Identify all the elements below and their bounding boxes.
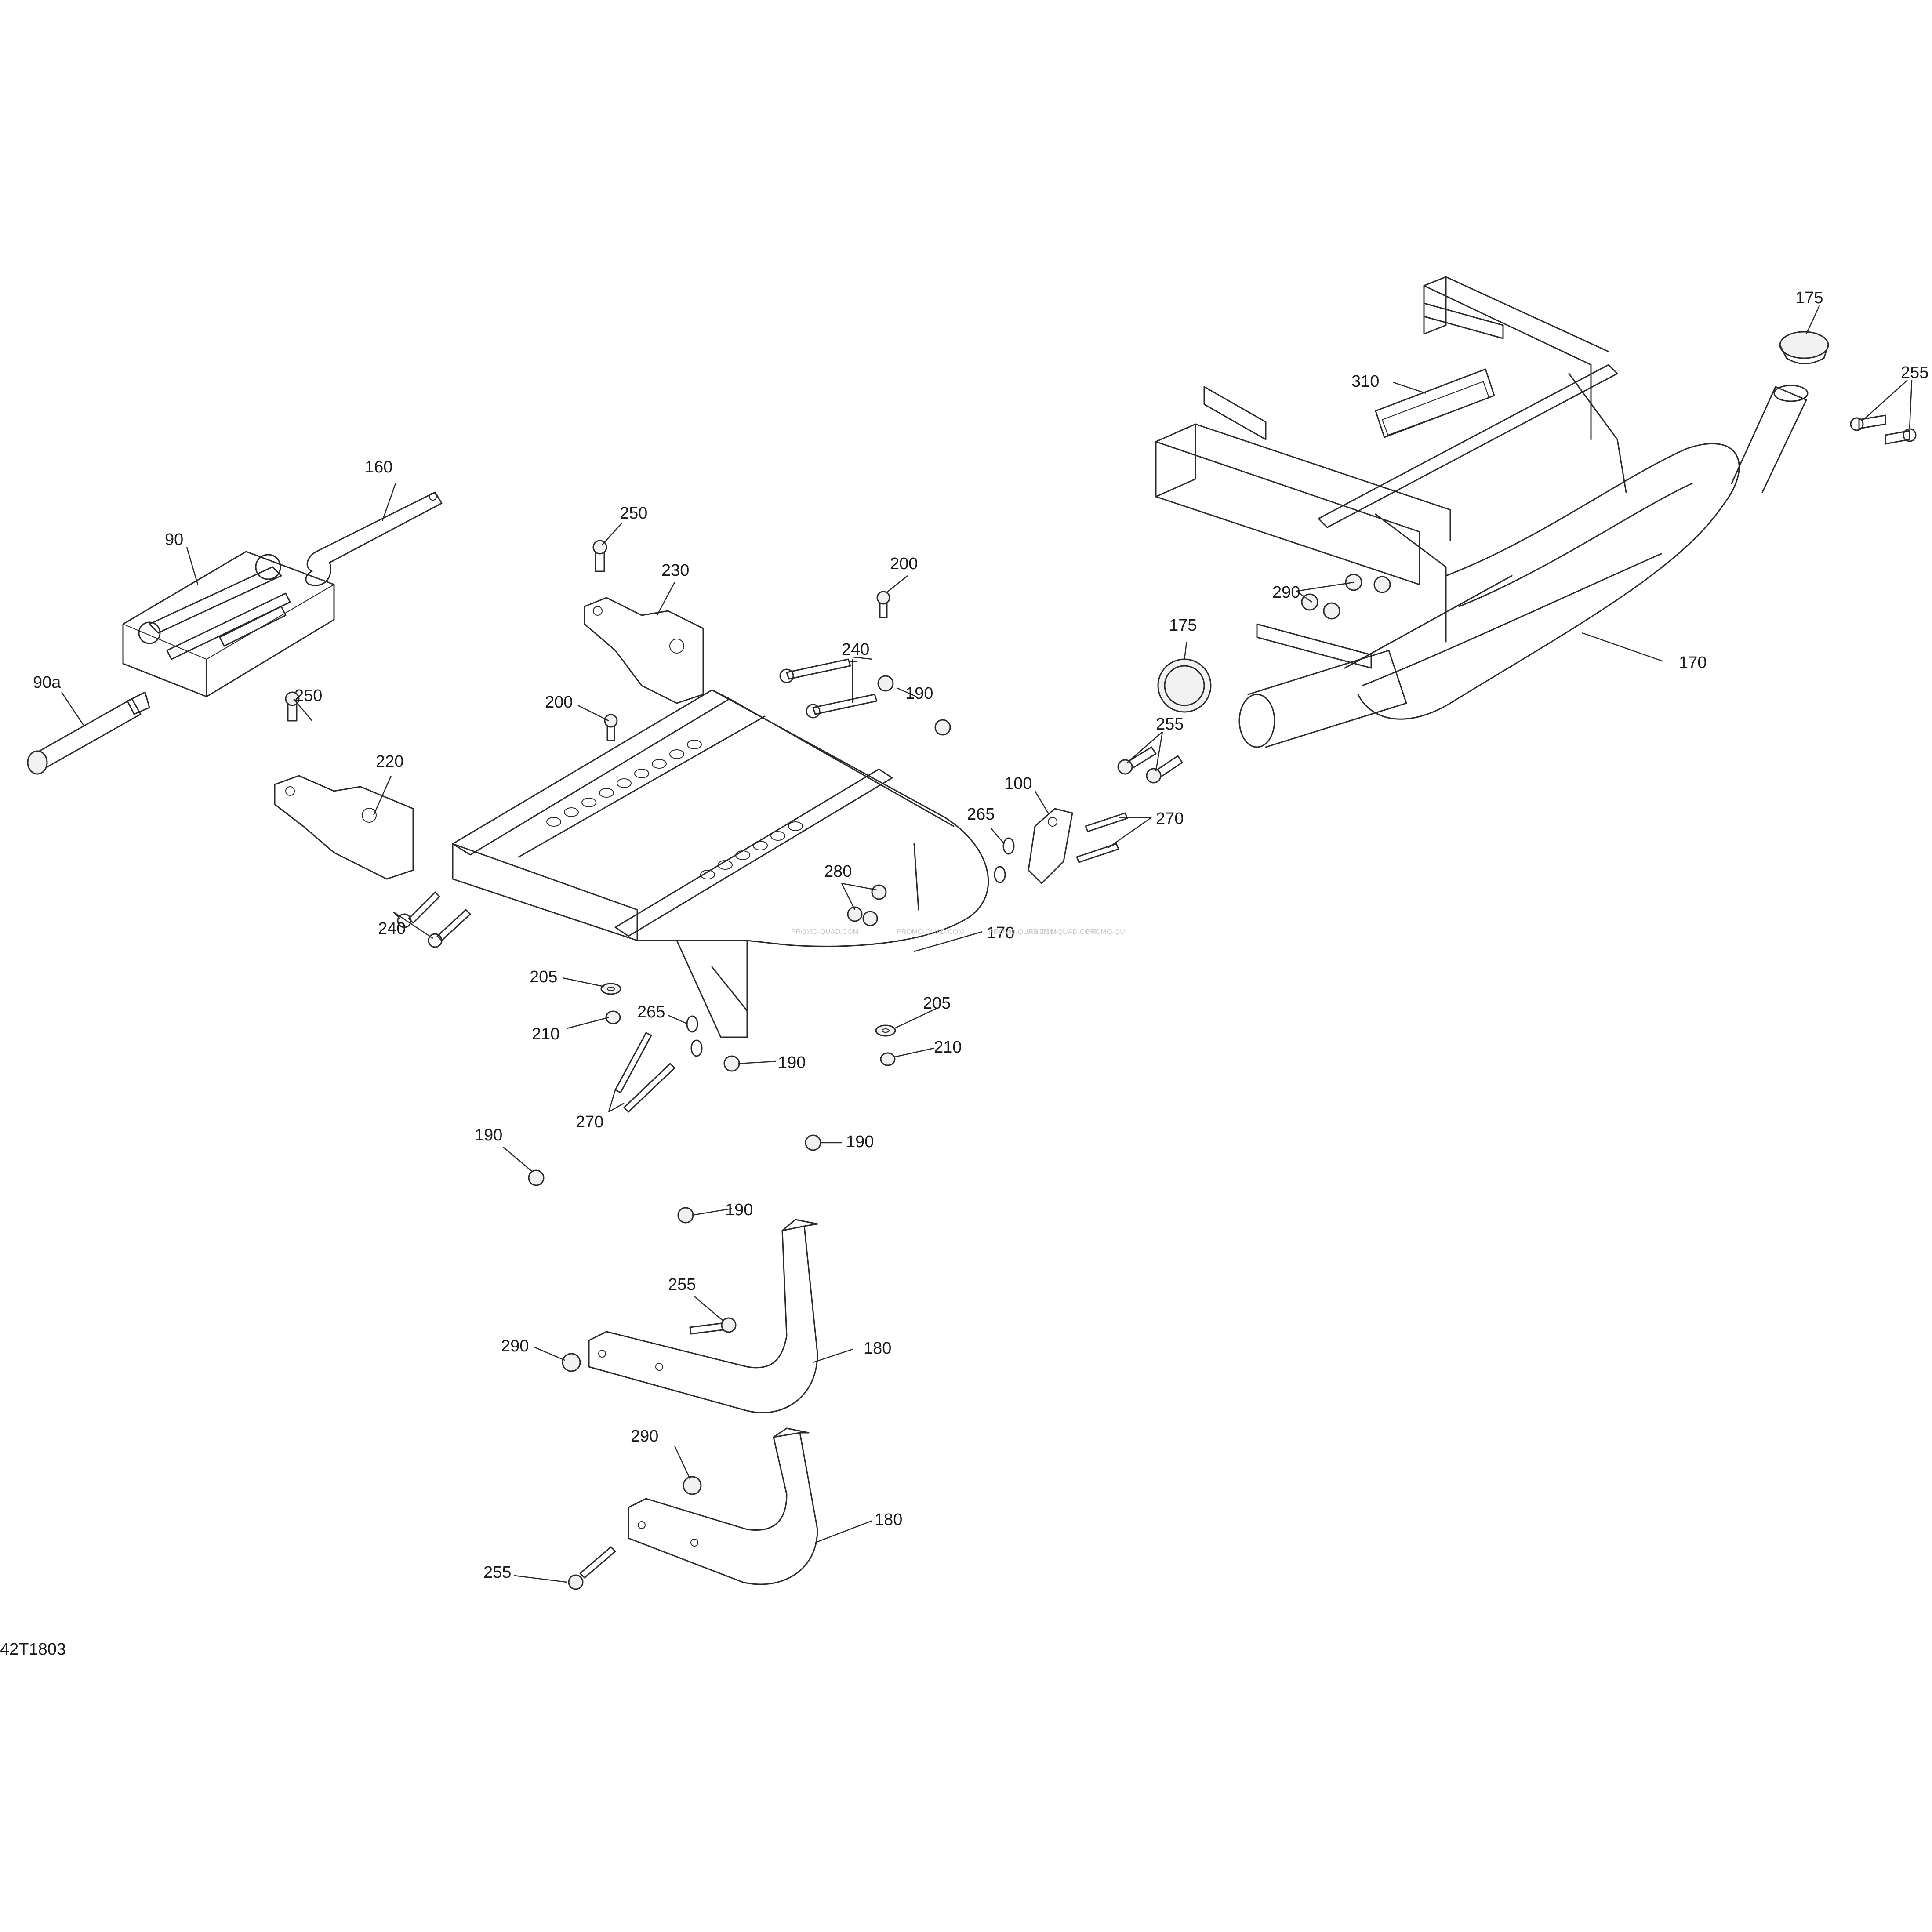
callout-180-lower: 180 [875,1511,902,1529]
watermark-5: PROMO-QU [1086,928,1125,936]
bolt-250-top [592,540,607,572]
callout-labels: 175 255 310 160 90 90a 250 230 200 240 1… [33,289,1928,1582]
callout-210-left: 210 [532,1025,559,1043]
callout-310: 310 [1351,372,1379,391]
nut-190-d [805,1134,821,1151]
callout-170-center: 170 [987,924,1014,942]
callout-220: 220 [376,752,403,771]
callout-210-right: 210 [934,1038,962,1057]
callout-175-mid: 175 [1169,616,1197,635]
nut-190-b [934,719,951,736]
cap-175-mid [1157,658,1212,713]
tool-90a [27,691,150,775]
callout-160: 160 [365,458,392,476]
callout-230: 230 [661,561,689,580]
bracket-230 [584,597,704,704]
callout-255-step-upper: 255 [668,1275,696,1294]
callout-190-left: 190 [475,1126,502,1144]
nuts-280 [847,884,887,926]
step-bar-180-lower [628,1427,818,1585]
rear-frame-assembly [1155,276,1809,748]
callout-200-mid: 200 [545,693,573,712]
callout-270-right: 270 [1156,810,1184,828]
callout-250-top: 250 [620,504,647,523]
nut-190-a [877,675,894,692]
callout-265-right: 265 [967,805,995,824]
callout-190-right: 190 [846,1133,874,1151]
callout-200-top: 200 [890,555,918,573]
bolt-250-left [285,691,300,722]
bracket-100 [1028,808,1073,884]
nuts-290-top [1301,574,1391,620]
washers-265-right [994,837,1015,883]
leader-lines [61,305,1913,1583]
pins-240-top [779,658,878,719]
wrench-160 [305,491,443,586]
callout-255-top: 255 [1901,363,1928,382]
washers-265-left [686,1015,703,1057]
cap-175-top [1779,331,1829,364]
nut-210-left [605,1010,621,1024]
callout-265-left: 265 [637,1003,665,1021]
callout-205-right: 205 [923,994,951,1013]
bolts-270-left [614,1032,675,1113]
pins-240-left [397,891,471,948]
step-bar-180-upper [588,1219,818,1413]
bolts-255-top [1850,414,1917,445]
washer-205-right [875,1024,896,1037]
callout-190-mid: 190 [778,1053,806,1072]
watermark-1: PROMO-QUAD.COM [791,928,859,936]
diagram-reference-code: 42T1803 [0,1640,66,1659]
bracket-220 [274,775,414,880]
watermark-2: PROMO-QUAD.COM [897,928,964,936]
callout-255-mid: 255 [1156,715,1184,734]
callout-290-step-upper: 290 [501,1337,529,1355]
callout-240-top: 240 [842,640,869,659]
center-frame [452,689,989,1038]
callout-90a: 90a [33,673,61,692]
frame-holes [546,740,803,879]
bolt-255-lower [568,1546,616,1590]
nut-190-c [723,1055,740,1072]
callout-240-left: 240 [378,919,406,938]
nut-290-lower [683,1476,702,1495]
callout-255-step-lower: 255 [483,1563,511,1582]
watermark-3: PROMO-QUAD.COM [989,928,1057,936]
callout-175-top: 175 [1795,289,1823,307]
callout-100: 100 [1004,774,1032,793]
washer-205-left [600,983,621,995]
nut-190-f [677,1207,694,1224]
bolt-200-mid [604,714,618,741]
callout-270-left: 270 [576,1113,603,1131]
plate-310 [1375,368,1495,438]
callout-280: 280 [824,862,852,881]
nut-210-right [880,1052,896,1066]
bolt-200-top [876,591,890,618]
nut-290-upper [562,1353,581,1372]
watermark-4: PROMO-QUAD.COM [1028,928,1096,936]
watermarks: PROMO-QUAD.COM PROMO-QUAD.COM PROMO-QUAD… [791,928,1125,936]
callout-170-right: 170 [1679,654,1707,672]
callout-290-top: 290 [1272,583,1300,602]
tool-kit-90 [122,551,335,697]
callout-90: 90 [165,530,183,549]
bolts-270-right [1076,812,1128,863]
nut-190-e [528,1169,545,1186]
bolt-255-upper [689,1317,737,1335]
callout-205-left: 205 [530,968,557,986]
bolts-255-mid [1117,746,1183,784]
callout-190-low: 190 [725,1201,753,1219]
callout-250-left: 250 [294,686,322,705]
callout-180-upper: 180 [864,1339,891,1358]
callout-290-step-lower: 290 [631,1427,658,1445]
callout-190-top: 190 [905,684,933,703]
